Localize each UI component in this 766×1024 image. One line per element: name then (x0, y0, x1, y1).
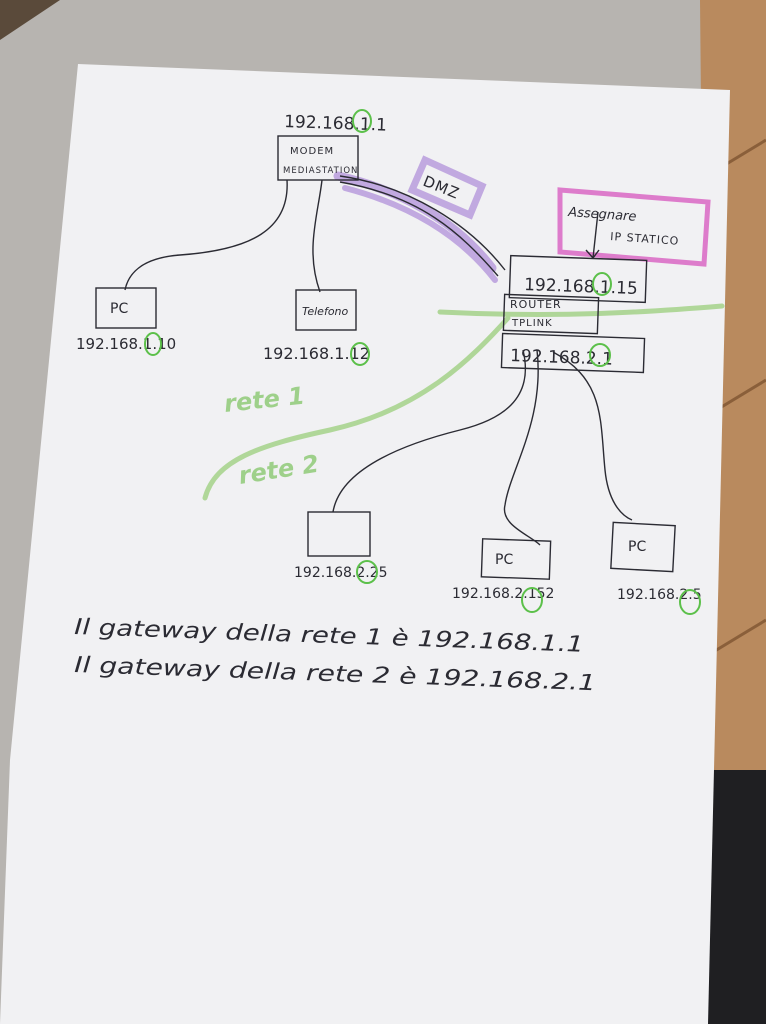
link-modem-router-2 (339, 181, 499, 277)
router-lan-box (500, 332, 646, 374)
device-pc2: PC 192.168.2.152 (452, 538, 554, 613)
blank-box (307, 511, 371, 557)
pc2-label: PC (495, 552, 513, 568)
blank-ip-prefix: 192.168. (294, 565, 356, 581)
device-pc1: PC 192.168.1.10 (76, 287, 176, 356)
pc3-label: PC (628, 539, 646, 555)
phone-ip-prefix: 192.168. (263, 344, 334, 363)
router-lan-subnet-circle (589, 343, 611, 367)
link-modem-pc1 (124, 179, 288, 291)
phone-box (295, 289, 357, 331)
note-frame (557, 187, 711, 267)
router-label-1: ROUTER (510, 298, 562, 311)
link-router-pc2 (503, 349, 541, 546)
modem-ip-subnet: 1 (359, 115, 371, 135)
phone-label: Telefono (302, 305, 349, 318)
phone-ip-subnet: 1 (334, 344, 344, 363)
pc2-ip-subnet: 2 (514, 586, 523, 602)
pc1-ip-suffix: .10 (152, 335, 176, 353)
router-lan-ip-prefix: 192.168. (510, 346, 586, 369)
static-ip-note: Assegnare IP STATICO (567, 205, 680, 248)
device-blank: 192.168.2.25 (294, 511, 388, 584)
link-router-pc3 (552, 351, 633, 521)
pc3-box (610, 521, 676, 573)
modem-box (277, 135, 359, 181)
pc1-ip: 192.168.1.10 (76, 335, 176, 353)
blank-ip-subnet: 2 (356, 565, 365, 581)
modem-subnet-circle (352, 109, 372, 133)
pc3-ip-subnet: 2 (679, 587, 688, 603)
pc1-ip-subnet: 1 (143, 335, 153, 353)
dmz-highlight (333, 155, 498, 283)
pc2-box (480, 538, 552, 580)
router-wan-box (508, 254, 648, 304)
router-wan-subnet-circle (592, 272, 612, 296)
pc2-ip: 192.168.2.152 (452, 586, 554, 602)
pc1-box (95, 287, 157, 329)
pc3-ip-prefix: 192.168. (617, 587, 679, 603)
note-line-2: IP STATICO (610, 230, 680, 248)
router: 192.168.1.15 ROUTER TPLINK 192.168.2.1 (500, 254, 648, 374)
pc3-subnet-circle (679, 589, 701, 615)
modem-ip: 192.168.1.1 (284, 112, 387, 136)
router-box (502, 293, 600, 335)
network-divider-lines (202, 303, 725, 501)
router-wan-ip-subnet: 1 (599, 278, 611, 298)
modem: 192.168.1.1 MODEM MEDIASTATION (277, 109, 387, 181)
blank-ip: 192.168.2.25 (294, 565, 388, 581)
router-wan-ip-prefix: 192.168. (524, 275, 600, 298)
router-label-2: TPLINK (511, 318, 553, 329)
modem-label-1: MODEM (290, 146, 334, 157)
modem-label-2: MEDIASTATION (283, 166, 358, 176)
phone-subnet-circle (350, 342, 370, 366)
link-router-blank (332, 349, 526, 513)
link-modem-phone (312, 179, 323, 293)
pc1-label: PC (110, 301, 128, 317)
pc1-ip-prefix: 192.168. (76, 335, 143, 353)
link-modem-router-1 (339, 175, 506, 271)
connection-lines (124, 175, 633, 546)
device-phone: Telefono 192.168.1.12 (263, 289, 370, 366)
note-arrow (592, 211, 599, 259)
paper-sheet (0, 64, 730, 1024)
pc2-ip-suffix: .152 (523, 586, 554, 602)
router-wan-ip: 192.168.1.15 (524, 275, 638, 299)
pc1-subnet-circle (144, 332, 162, 356)
device-pc3: PC 192.168.2.5 (610, 521, 702, 615)
note-line-1: Assegnare (567, 205, 637, 225)
blank-subnet-circle (356, 560, 378, 584)
modem-ip-prefix: 192.168. (284, 112, 360, 135)
pc2-ip-prefix: 192.168. (452, 586, 514, 602)
pc2-subnet-circle (521, 587, 543, 613)
router-wan-ip-suffix: .15 (610, 278, 638, 299)
modem-ip-suffix: .1 (370, 115, 387, 136)
